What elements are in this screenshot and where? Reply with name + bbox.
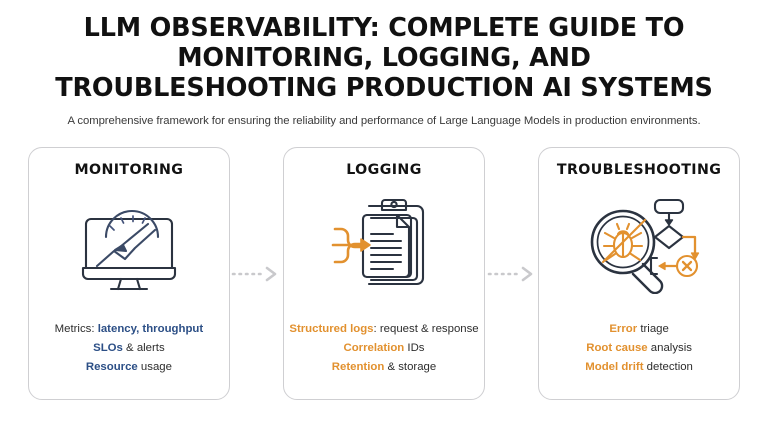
line-prefix: Metrics: xyxy=(54,322,98,335)
card-logging-lines: Structured logs: request & response Corr… xyxy=(284,320,484,377)
monitor-gauge-icon xyxy=(71,190,187,294)
list-item: Metrics: latency, throughput xyxy=(29,320,229,339)
line-suffix: IDs xyxy=(404,341,425,354)
page-subtitle: A comprehensive framework for ensuring t… xyxy=(67,115,701,128)
line-suffix: triage xyxy=(637,322,669,335)
card-monitoring[interactable]: MONITORING M xyxy=(28,147,230,400)
page-title: LLM OBSERVABILITY: COMPLETE GUIDE TO MON… xyxy=(55,13,713,104)
list-item: Root cause analysis xyxy=(539,339,739,358)
line-highlight: Resource xyxy=(85,360,138,373)
list-item: Error triage xyxy=(539,320,739,339)
line-highlight: latency, throughput xyxy=(97,322,204,335)
line-suffix: analysis xyxy=(647,341,692,354)
line-suffix: detection xyxy=(643,360,693,373)
line-suffix: : request & response xyxy=(373,322,479,335)
card-logging[interactable]: LOGGING xyxy=(283,147,485,400)
clipboard-documents-icon xyxy=(325,190,443,294)
card-troubleshooting[interactable]: TROUBLESHOOTING xyxy=(538,147,740,400)
line-highlight: Error xyxy=(609,322,638,335)
list-item: Resource usage xyxy=(29,358,229,377)
list-item: Model drift detection xyxy=(539,358,739,377)
line-highlight: Retention xyxy=(331,360,385,373)
card-troubleshooting-title: TROUBLESHOOTING xyxy=(556,162,722,178)
line-highlight: Correlation xyxy=(343,341,405,354)
card-logging-title: LOGGING xyxy=(346,162,422,178)
list-item: Structured logs: request & response xyxy=(284,320,484,339)
line-suffix: & alerts xyxy=(122,341,165,354)
line-highlight: Root cause xyxy=(586,341,648,354)
infographic-header: LLM OBSERVABILITY: COMPLETE GUIDE TO MON… xyxy=(0,0,768,129)
pillar-cards-row: MONITORING M xyxy=(28,147,740,400)
card-monitoring-lines: Metrics: latency, throughput SLOs & aler… xyxy=(29,320,229,377)
line-highlight: Model drift xyxy=(585,360,644,373)
list-item: Correlation IDs xyxy=(284,339,484,358)
card-monitoring-title: MONITORING xyxy=(74,162,184,178)
list-item: SLOs & alerts xyxy=(29,339,229,358)
arrow-logging-to-troubleshooting xyxy=(485,147,538,400)
arrow-monitoring-to-logging xyxy=(230,147,283,400)
line-suffix: usage xyxy=(137,360,172,373)
card-troubleshooting-lines: Error triage Root cause analysis Model d… xyxy=(539,320,739,377)
line-suffix: & storage xyxy=(384,360,437,373)
list-item: Retention & storage xyxy=(284,358,484,377)
magnifier-bug-flowchart-icon xyxy=(577,190,701,294)
line-highlight: Structured logs xyxy=(289,322,374,335)
line-highlight: SLOs xyxy=(93,341,123,354)
